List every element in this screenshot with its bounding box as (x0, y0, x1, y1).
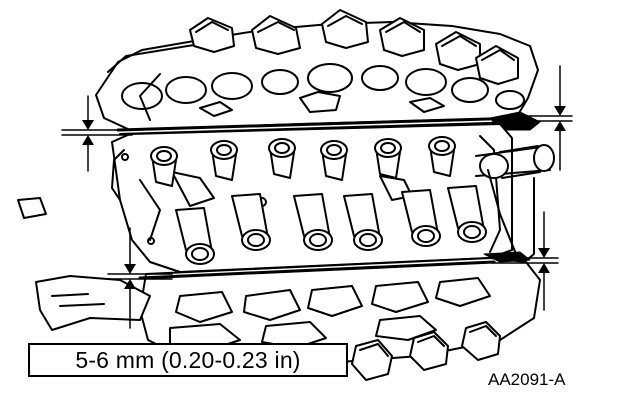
arrow-icon (554, 121, 566, 131)
arrow-icon (124, 279, 136, 289)
arrow-icon (124, 264, 136, 274)
arrow-icon (82, 135, 94, 145)
measurement-left-upper (61, 95, 133, 172)
figure-id: AA2091-A (488, 370, 566, 389)
arrow-icon (554, 106, 566, 116)
injector-row-lower (175, 185, 487, 265)
injector-row-upper (150, 136, 456, 187)
measurement-right-upper (517, 65, 573, 171)
arrow-icon (538, 263, 550, 273)
arrow-icon (82, 120, 94, 130)
measurement-right-lower (491, 211, 559, 311)
left-bracket (17, 197, 151, 331)
spec-callout-text: 5-6 mm (0.20-0.23 in) (75, 346, 301, 373)
arrow-icon (538, 248, 550, 258)
lower-cylinder-head (138, 251, 541, 381)
spec-callout-box: 5-6 mm (0.20-0.23 in) (28, 343, 348, 377)
upper-cylinder-head (95, 9, 541, 135)
measurement-left-lower (107, 227, 173, 329)
